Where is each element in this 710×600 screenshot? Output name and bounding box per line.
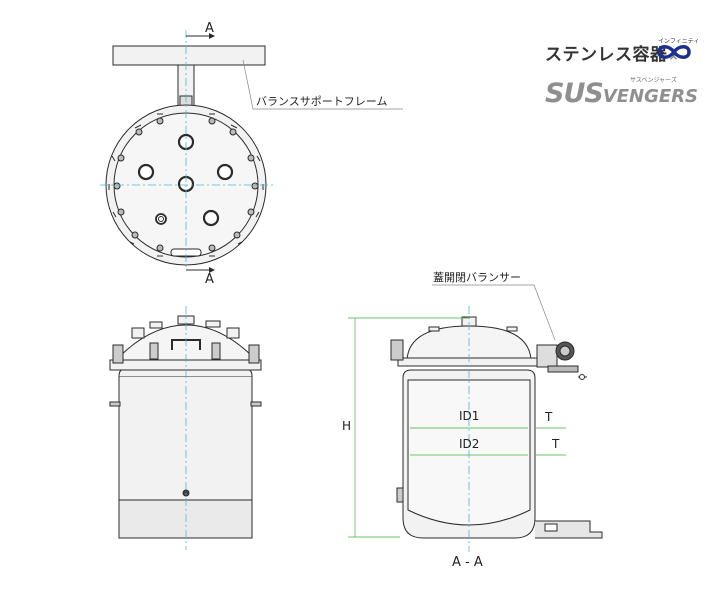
nozzle xyxy=(216,163,234,181)
infinity-icon xyxy=(657,45,691,59)
label-id1: ID1 xyxy=(459,409,479,423)
brand-title-text: ステンレス容器 xyxy=(545,45,668,65)
nozzle xyxy=(202,209,220,227)
brand-logo-vengers: VENGERS xyxy=(602,86,699,107)
label-balance-support-frame: バランスサポートフレーム xyxy=(256,95,387,108)
label-id2: ID2 xyxy=(459,437,479,451)
front-view xyxy=(109,315,262,539)
brand-logo-sus: SUS xyxy=(545,78,604,109)
brand-logo: SUSVENGERS xyxy=(545,78,698,109)
brand-logo-ruby: サスベンジャーズ xyxy=(630,77,677,84)
label-height: H xyxy=(342,419,351,433)
section-view xyxy=(390,316,603,539)
brand-title: ステンレス容器× xyxy=(545,40,680,65)
label-t2: T xyxy=(551,437,560,451)
section-mark-bottom: A xyxy=(205,272,214,287)
brand-infinity-ruby: インフィニティ xyxy=(658,38,700,45)
support-beam xyxy=(112,45,266,66)
label-t1: T xyxy=(544,410,553,424)
brand-x-mark: × xyxy=(668,49,680,63)
nozzle xyxy=(137,163,155,181)
lid-flange xyxy=(109,359,262,371)
label-section-aa: A - A xyxy=(452,555,483,570)
section-mark-top: A xyxy=(205,21,214,36)
label-lid-balancer: 蓋開閉バランサー xyxy=(433,271,521,284)
